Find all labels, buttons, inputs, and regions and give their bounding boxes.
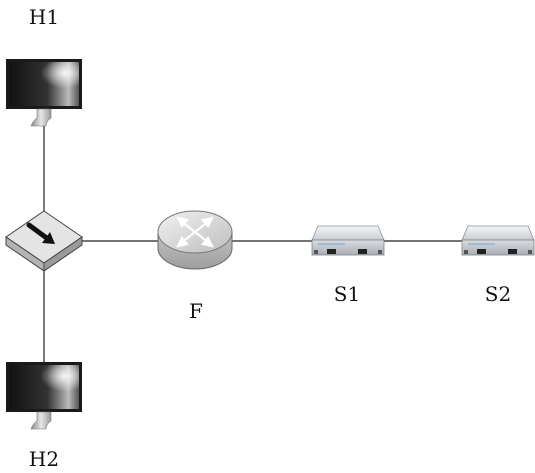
router-f: F [157,210,233,323]
label-h1: H1 [29,5,59,29]
label-h2: H2 [29,447,59,471]
arrow-icon [26,222,55,244]
label-f: F [189,299,203,323]
host-h2: H2 [6,362,82,471]
network-switch-icon [5,210,83,272]
server-s2: S2 [461,225,535,306]
rack-server-icon [461,225,535,256]
rack-server-icon [311,225,385,256]
server-s1: S1 [311,225,385,306]
switch-hub [5,210,83,272]
label-s2: S2 [485,282,511,306]
label-s1: S1 [334,282,360,306]
monitor-icon [6,59,82,127]
host-h1: H1 [6,5,82,127]
links [43,125,462,362]
router-icon [157,210,233,270]
monitor-icon [6,362,82,430]
